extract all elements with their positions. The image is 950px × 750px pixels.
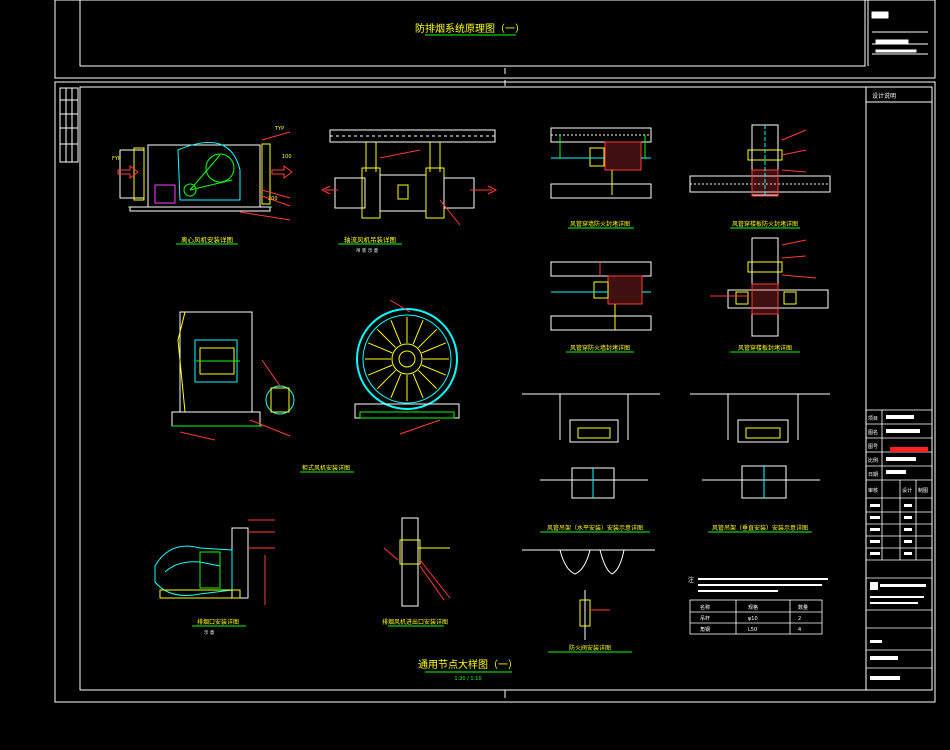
tb-row-label: 设计	[902, 487, 912, 494]
d1-tag: FYP	[112, 156, 121, 162]
tb-row-label: 比例	[868, 457, 878, 464]
wheel-spoke	[390, 373, 402, 398]
detail-4-caption: 风管穿楼板防火封堵详图	[732, 220, 798, 228]
detail-7-caption: 柜式风机安装详图	[302, 464, 350, 472]
detail-fire-damper	[522, 549, 655, 640]
tb-row-label: 项目	[868, 416, 878, 422]
detail-9-caption: 排烟口安装详图	[197, 618, 239, 626]
title-block-fills	[870, 415, 926, 680]
wheel-spoke	[376, 369, 397, 390]
title-block-red-bar	[890, 447, 928, 452]
wheel-spoke	[390, 320, 402, 345]
note-cell: 2	[798, 616, 801, 622]
title-block-labels: 项目 图名 图号 比例 日期 审核 设计 制图	[868, 416, 928, 494]
detail-5-caption: 风管穿防火墙封堵详图	[570, 344, 630, 352]
note-table	[689, 599, 823, 635]
note-table-cells: 名称 规格 数量 吊杆 φ10 2 角钢 L50 4	[700, 604, 808, 633]
wheel-spoke	[417, 328, 438, 349]
wheel-spoke	[421, 364, 446, 376]
detail-9-sub: 示 意	[204, 629, 215, 636]
detail-floor-penetration-2	[710, 237, 829, 337]
detail-12-caption: 风管吊架（垂直安装）安装示意详图	[712, 524, 808, 532]
detail-axial-fan	[320, 129, 498, 226]
tb-row-label: 图号	[868, 444, 878, 450]
d1-tag: 200	[268, 196, 278, 202]
tb-row-label: 图名	[868, 429, 878, 436]
detail-10-caption: 排烟风机进出口安装详图	[382, 618, 448, 626]
detail-centrifugal-fan	[117, 131, 293, 221]
note-cell: 名称	[700, 604, 710, 611]
note-cell: 吊杆	[700, 615, 710, 622]
note-cell: 4	[798, 627, 801, 633]
detail-wall-penetration-1	[550, 127, 652, 199]
detail-radial-fan	[354, 299, 460, 435]
top-sheet	[54, 0, 936, 79]
d1-tags: TYP FYP 100 200	[112, 126, 292, 202]
detail-1-caption: 离心风机安装详图	[181, 235, 233, 244]
note-heading: 注	[688, 576, 694, 584]
wheel-spoke	[368, 364, 393, 376]
note-cell: φ10	[748, 616, 758, 622]
wheel-spoke	[421, 342, 446, 354]
detail-exhaust-inlet	[154, 519, 275, 605]
side-panel-head: 设计说明	[872, 92, 896, 100]
detail-2-caption: 轴流风机吊装详图	[344, 235, 396, 244]
detail-13-caption: 防火阀安装详图	[569, 644, 611, 652]
d1-tag: 100	[282, 154, 292, 160]
tb-row-label: 审核	[868, 487, 878, 494]
tb-row-label: 日期	[868, 472, 878, 478]
top-sheet-title: 防排烟系统原理图（一）	[415, 22, 525, 35]
detail-11-caption: 风管吊架（水平安装）安装示意详图	[547, 524, 643, 532]
binding-strip	[59, 87, 79, 163]
note-lines	[698, 578, 828, 592]
detail-floor-penetration-1	[689, 124, 831, 197]
detail-wall-penetration-2	[550, 261, 652, 331]
tb-row-label: 制图	[918, 487, 928, 494]
note-cell: 角钢	[700, 626, 710, 633]
detail-cabinet-fan	[171, 311, 295, 441]
detail-hanger-vertical	[690, 393, 830, 499]
note-cell: 规格	[748, 604, 758, 611]
detail-hanger-horizontal	[522, 393, 660, 499]
detail-exhaust-port	[383, 517, 451, 607]
detail-6-caption: 风管穿楼板封堵详图	[738, 344, 792, 352]
detail-3-caption: 风管穿墙防火封堵详图	[570, 220, 630, 228]
note-cell: L50	[748, 627, 757, 633]
note-cell: 数量	[798, 604, 808, 611]
wheel-spoke	[376, 328, 397, 349]
main-sheet-title: 通用节点大样图（一）	[418, 658, 518, 671]
d1-tag: TYP	[274, 126, 284, 132]
detail-2-sub: 吊 装 示 意	[356, 247, 379, 254]
wheel-spoke	[412, 373, 424, 398]
wheel-spoke	[368, 342, 393, 354]
wheel-spoke	[412, 320, 424, 345]
main-sheet-scale: 1:20 / 1:10	[454, 676, 481, 682]
wheel-spoke	[417, 369, 438, 390]
